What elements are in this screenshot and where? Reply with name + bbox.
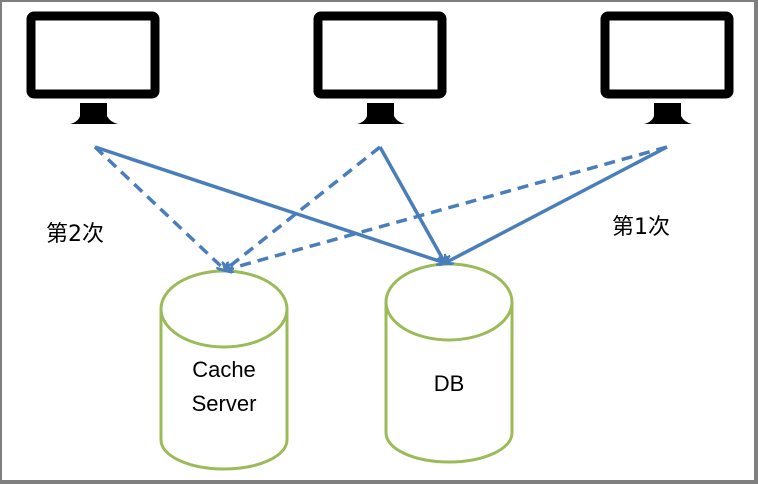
arrow-client-right-to-db: [445, 145, 668, 263]
monitor-icon: [313, 11, 447, 124]
monitor-icon: [26, 11, 160, 124]
db-label: DB: [433, 371, 465, 396]
arrow-client-left-to-cache: [93, 145, 225, 270]
cache-label-line1: Cache: [192, 357, 256, 382]
first-request-label: 第1次: [612, 215, 670, 240]
edges: [93, 145, 668, 270]
second-request-label: 第2次: [46, 222, 104, 247]
cache-server-cylinder: [159, 269, 289, 471]
monitor-icon: [600, 11, 734, 124]
cache-label-line2: Server: [191, 391, 257, 416]
cache-server-label: Cache Server: [161, 353, 287, 421]
db-cylinder: [384, 262, 514, 464]
arrow-client-right-to-cache: [225, 145, 668, 270]
arrow-client-middle-to-db: [378, 146, 445, 263]
arrow-client-left-to-db: [94, 145, 445, 263]
arrow-client-middle-to-cache: [225, 145, 382, 270]
